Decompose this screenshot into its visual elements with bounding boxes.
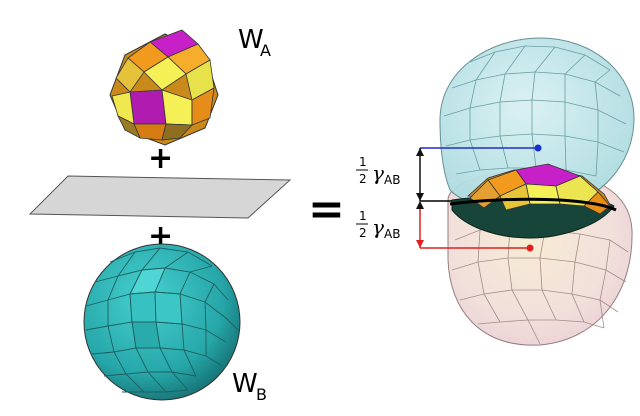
lower-gamma-symbol: γ (372, 215, 384, 239)
center-b-marker (526, 244, 534, 252)
crystal-a-label: W (238, 25, 264, 55)
crystal-b-label-subscript: B (256, 385, 267, 404)
interface-plane (28, 175, 292, 219)
lower-gamma-subscript: AB (384, 227, 400, 241)
crystal-b-shape (83, 243, 241, 401)
upper-fraction-denominator: 2 (359, 172, 367, 186)
crystal-a-shape (109, 29, 219, 146)
lower-half-gamma-label: 1 2 γ AB (356, 209, 400, 241)
crystal-a-label-subscript: A (260, 41, 271, 60)
upper-gamma-symbol: γ (372, 161, 384, 185)
lower-fraction-denominator: 2 (359, 226, 367, 240)
lower-distance-arrow (416, 201, 424, 248)
upper-half-gamma-label: 1 2 γ AB (356, 155, 400, 187)
composite-construction (439, 37, 635, 346)
crystal-b-label: W (232, 369, 258, 399)
upper-distance-arrow (416, 148, 424, 201)
lower-fraction-numerator: 1 (359, 209, 367, 223)
interface-line (449, 197, 617, 212)
upper-fraction-numerator: 1 (359, 155, 367, 169)
plus-sign-upper: + (148, 141, 173, 176)
center-a-marker (534, 144, 542, 152)
equals-sign: = (308, 184, 345, 235)
upper-gamma-subscript: AB (384, 173, 400, 187)
